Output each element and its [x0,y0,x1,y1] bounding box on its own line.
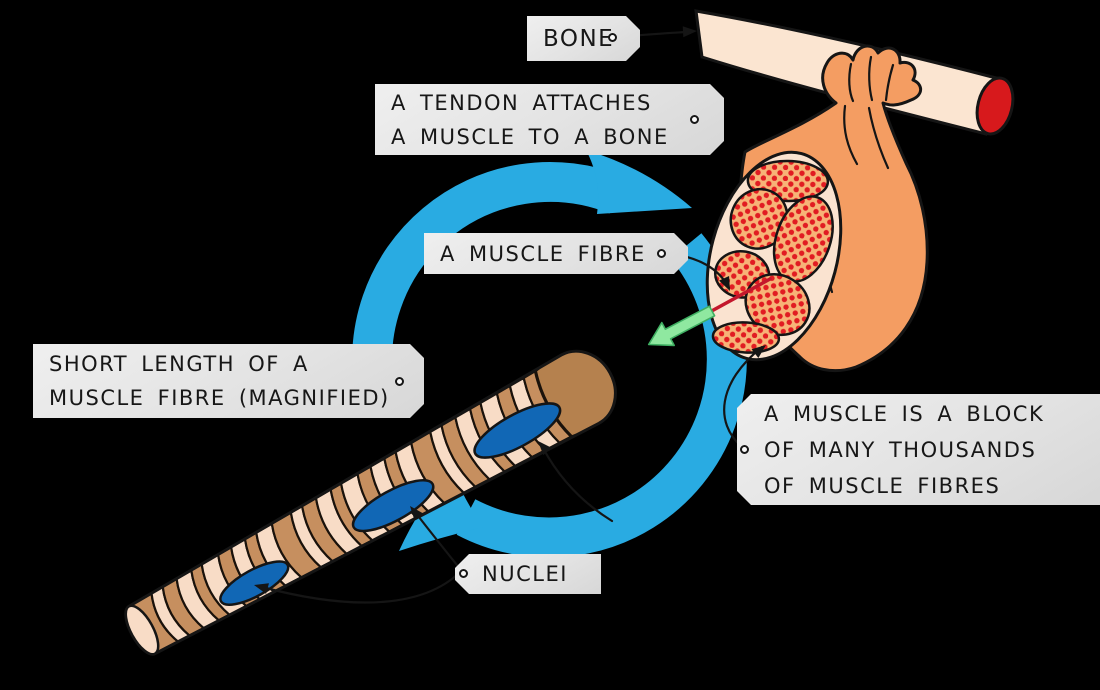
tag-block-line3: OF MUSCLE FIBRES [764,473,1001,498]
tag-bone-label: BONE [543,25,615,52]
tag-eyelet-icon [608,33,617,42]
arrowhead-icon [719,275,730,291]
tag-eyelet-icon [740,445,749,454]
tag-muscle-block: A MUSCLE IS A BLOCK OF MANY THOUSANDS OF… [737,394,1100,505]
nucleus [473,402,562,459]
nuclei-pointer-line [260,571,461,604]
tag-nuclei-label: NUCLEI [482,562,568,586]
tag-muscle-fibre-label: A MUSCLE FIBRE [440,241,646,266]
single-fibre-line [706,277,772,315]
fascicle [711,321,781,354]
tag-tendon: A TENDON ATTACHES A MUSCLE TO A BONE [375,84,724,155]
arrowhead-icon [410,506,424,521]
tag-short-line2: MUSCLE FIBRE (MAGNIFIED) [49,386,390,410]
tag-block-line1: A MUSCLE IS A BLOCK [764,401,1045,426]
nuclei-pointer-line [413,510,463,572]
arrowhead-icon [538,441,552,456]
nuclei-pointer-line [541,446,614,523]
tag-eyelet-icon [395,377,404,386]
fibre-end-face [124,604,160,656]
nucleus [351,479,435,533]
tag-tendon-line1: A TENDON ATTACHES [391,90,652,115]
bone-end-cap [975,76,1015,136]
arrowhead-icon [254,583,269,594]
muscle-illustration [705,44,929,373]
tag-block-line2: OF MANY THOUSANDS [764,437,1037,462]
pointer-arrowheads [254,26,766,594]
tag-eyelet-icon [459,569,468,578]
arrowhead-icon [682,26,697,38]
magnify-arrow-icon [647,305,716,347]
cycle-arrowhead-top [586,150,692,214]
tag-muscle-fibre: A MUSCLE FIBRE [424,233,688,274]
muscle-cross-section [705,150,843,362]
tag-eyelet-icon [657,249,666,258]
tag-nuclei: NUCLEI [455,554,601,594]
cycle-arrowhead-bottom [399,469,483,551]
tag-bone: BONE [527,16,640,61]
tag-eyelet-icon [690,115,699,124]
nucleus [219,560,290,606]
block-pointer-line [723,345,764,448]
arrowhead-icon [751,345,766,358]
tag-tendon-line2: A MUSCLE TO A BONE [391,124,669,149]
tag-short-line1: SHORT LENGTH OF A [49,352,309,376]
tag-short-length: SHORT LENGTH OF A MUSCLE FIBRE (MAGNIFIE… [33,344,424,418]
